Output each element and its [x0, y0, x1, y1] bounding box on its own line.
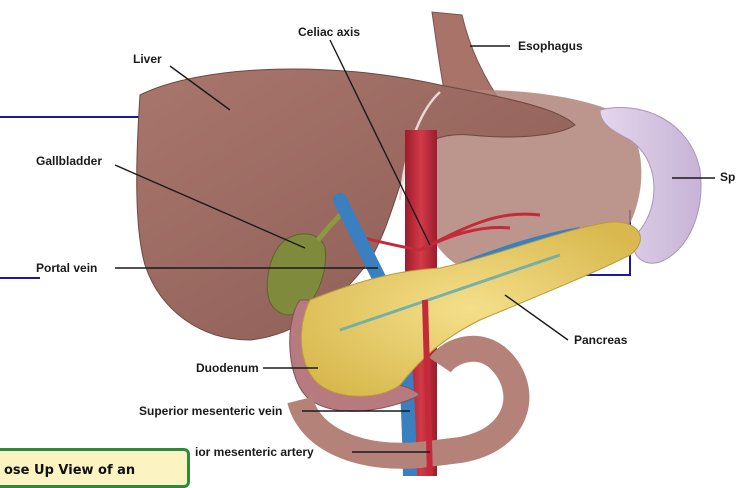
label-esophagus: Esophagus: [518, 39, 583, 53]
label-duodenum: Duodenum: [196, 361, 259, 375]
label-spleen: Sp: [720, 170, 735, 184]
label-pancreas: Pancreas: [574, 333, 627, 347]
label-celiac-axis: Celiac axis: [298, 25, 360, 39]
label-portal-vein: Portal vein: [36, 261, 97, 275]
anatomy-diagram: [0, 0, 746, 476]
leader-pancreas: [505, 295, 568, 340]
label-gallbladder: Gallbladder: [36, 154, 102, 168]
label-superior-mesenteric-artery: ior mesenteric artery: [195, 445, 314, 459]
label-superior-mesenteric-vein: Superior mesenteric vein: [139, 404, 282, 418]
caption-box: ose Up View of an: [0, 448, 190, 488]
label-liver: Liver: [133, 52, 162, 66]
